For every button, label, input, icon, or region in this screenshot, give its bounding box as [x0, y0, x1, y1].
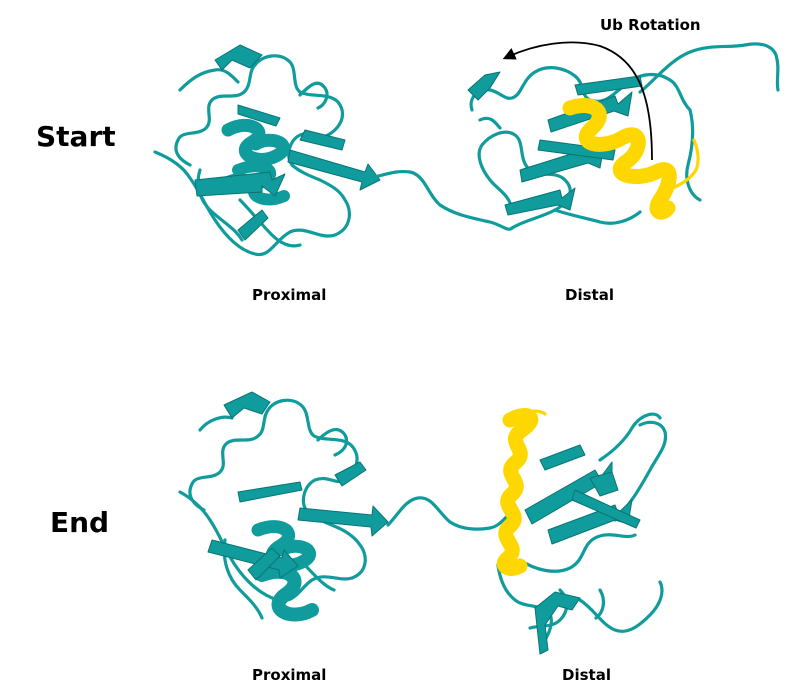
distal-ubiquitin-end — [496, 408, 668, 655]
proximal-ubiquitin-end — [178, 391, 389, 622]
rotation-arrow — [502, 41, 653, 161]
proximal-ubiquitin-start — [153, 44, 381, 257]
ub-rotation-label: Ub Rotation — [600, 16, 701, 34]
proximal-label-end: Proximal — [252, 666, 326, 684]
end-panel: End — [50, 391, 668, 684]
distal-label-end: Distal — [562, 666, 611, 684]
distal-ubiquitin-start — [467, 42, 780, 230]
start-label: Start — [36, 120, 116, 153]
end-label: End — [50, 506, 109, 539]
linker-start — [368, 169, 514, 231]
start-panel: Start — [36, 16, 780, 304]
proximal-label-start: Proximal — [252, 286, 326, 304]
linker-end — [386, 496, 512, 531]
distal-label-start: Distal — [565, 286, 614, 304]
